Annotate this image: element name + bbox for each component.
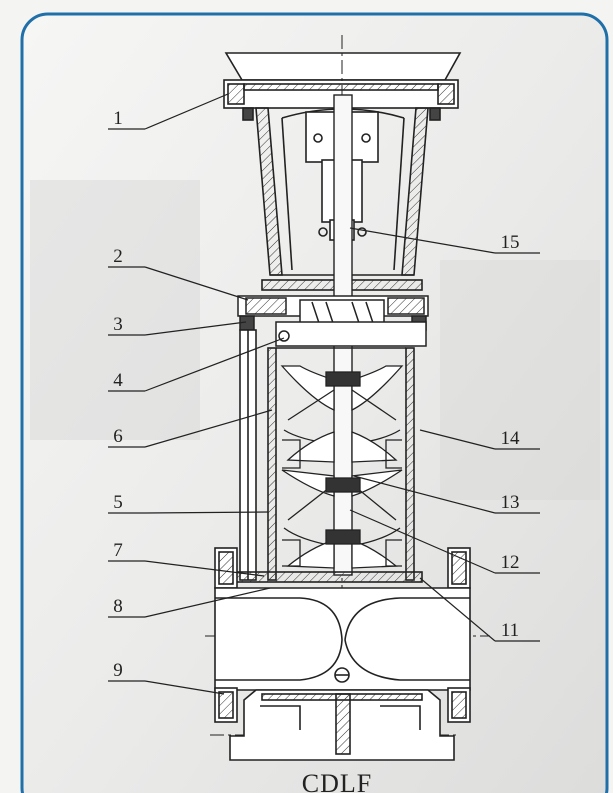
- callout-3: 3: [108, 314, 247, 336]
- callout-number: 6: [113, 426, 123, 447]
- callout-8: 8: [108, 587, 271, 618]
- callout-5: 5: [108, 492, 269, 514]
- callout-9: 9: [108, 660, 225, 695]
- callout-number: 13: [501, 492, 520, 513]
- callout-leader-line: [144, 680, 225, 695]
- callout-number: 15: [501, 232, 520, 253]
- upper-pump-head: [237, 295, 429, 347]
- callout-number: 5: [113, 492, 123, 513]
- callout-number: 3: [113, 314, 123, 335]
- callout-leader-line: [144, 337, 285, 392]
- callout-13: 13: [353, 475, 540, 514]
- callout-15: 15: [349, 227, 540, 254]
- callout-number: 8: [113, 596, 123, 617]
- callout-number: 12: [501, 552, 520, 573]
- callout-leader-line: [353, 475, 496, 514]
- callout-leader-line: [419, 429, 496, 450]
- callout-2: 2: [108, 246, 249, 301]
- callout-14: 14: [419, 428, 540, 450]
- callout-leader-line: [144, 321, 247, 336]
- callout-leader-line: [144, 560, 265, 577]
- callout-number: 11: [501, 620, 519, 641]
- pump-base: [214, 547, 471, 761]
- impeller-stages: [280, 365, 404, 569]
- callout-leader-line: [144, 266, 249, 301]
- background-shade-left: [30, 180, 200, 440]
- callout-4: 4: [108, 337, 285, 392]
- callout-number: 1: [113, 108, 123, 129]
- callout-11: 11: [419, 577, 540, 642]
- diagram-caption: CDLF: [302, 769, 372, 793]
- callout-leader-line: [144, 511, 269, 514]
- callout-number: 9: [113, 660, 123, 681]
- callout-leader-line: [419, 577, 496, 642]
- callout-leader-line: [349, 509, 496, 574]
- callout-leader-line: [349, 227, 496, 254]
- callout-number: 14: [501, 428, 521, 449]
- callout-6: 6: [108, 409, 273, 448]
- callout-leader-line: [144, 409, 273, 448]
- callout-1: 1: [108, 93, 229, 130]
- callout-leader-line: [144, 587, 271, 618]
- background-shade-right: [440, 260, 600, 500]
- callout-12: 12: [349, 509, 540, 574]
- callout-7: 7: [108, 540, 265, 577]
- callout-leader-line: [144, 93, 229, 130]
- callout-number: 4: [113, 370, 123, 391]
- callout-number: 2: [113, 246, 123, 267]
- callout-number: 7: [113, 540, 123, 561]
